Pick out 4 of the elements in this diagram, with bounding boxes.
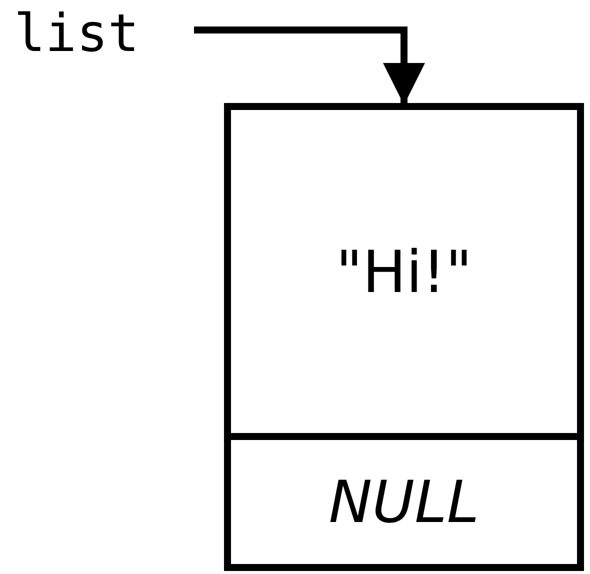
arrow xyxy=(194,26,425,105)
cell-value: "Hi!" xyxy=(336,238,472,306)
cell-value: NULL xyxy=(328,468,480,536)
variable-name: list xyxy=(14,8,140,60)
